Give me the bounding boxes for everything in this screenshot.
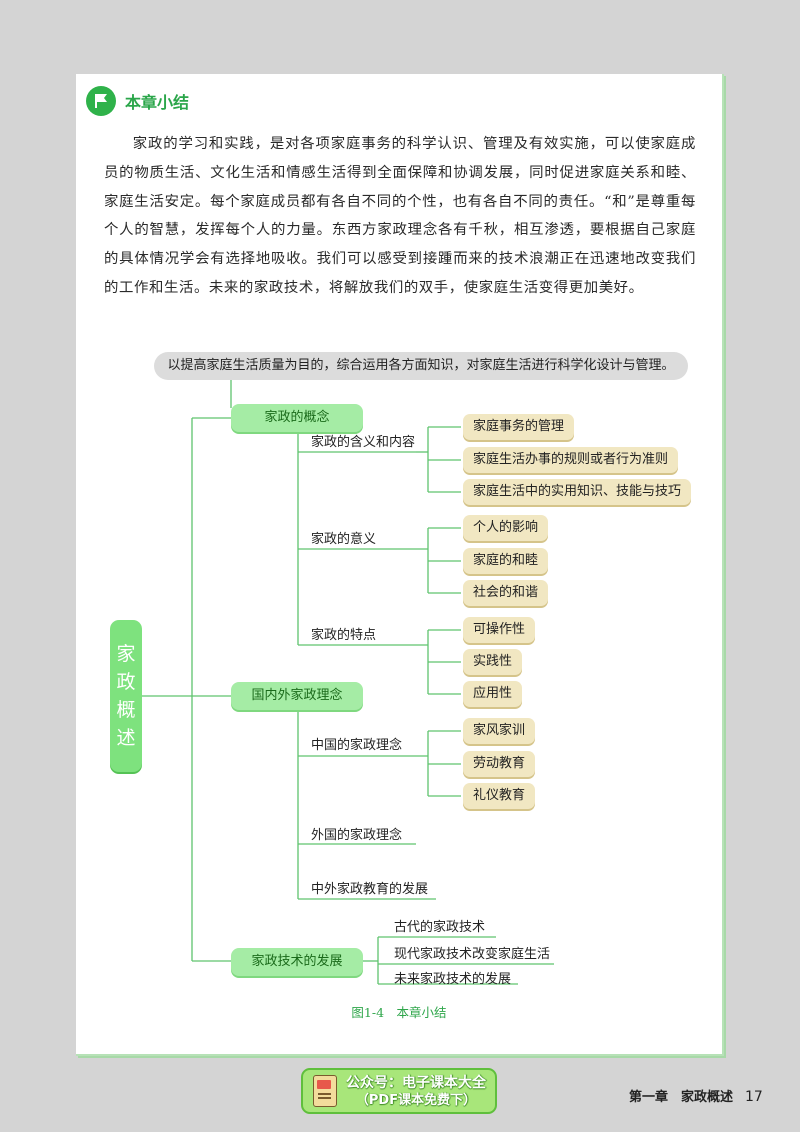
subtopic-meaning-and-content: 家政的含义和内容 [311,435,416,450]
leaf-node: 劳动教育 [463,751,536,777]
promo-line-2: （PDF课本免费下） [355,1092,477,1108]
leaf-node: 应用性 [463,681,523,707]
branch-node-philosophy: 国内外家政理念 [231,682,363,710]
subtopic-education-development: 中外家政教育的发展 [311,882,429,897]
leaf-node: 可操作性 [463,617,536,643]
page-number: 17 [745,1089,763,1105]
subtopic-significance: 家政的意义 [311,532,377,547]
promo-text: 公众号：电子课本大全 （PDF课本免费下） [337,1074,495,1109]
page-footer: 第一章 家政概述 17 [629,1086,763,1105]
subtopic-ancient-technology: 古代的家政技术 [394,920,486,935]
subtopic-chinese-philosophy: 中国的家政理念 [311,738,403,753]
branch-node-concept: 家政的概念 [231,404,363,432]
leaf-node: 社会的和谐 [463,580,549,606]
chapter-label: 第一章 家政概述 [629,1090,734,1105]
subtopic-characteristics: 家政的特点 [311,628,377,643]
figure-caption: 图1-4 本章小结 [351,1005,447,1020]
branch-node-technology: 家政技术的发展 [231,948,363,976]
definition-banner: 以提高家庭生活质量为目的，综合运用各方面知识，对家庭生活进行科学化设计与管理。 [154,352,688,380]
root-node-label: 家政概述 [116,643,136,749]
textbook-page: 本章小结 家政的学习和实践，是对各项家庭事务的科学认识、管理及有效实施，可以使家… [76,74,724,1056]
leaf-node: 家庭生活中的实用知识、技能与技巧 [463,479,692,505]
section-header: 本章小结 [86,86,189,116]
leaf-node: 礼仪教育 [463,783,536,809]
promo-line-1: 公众号：电子课本大全 [346,1074,486,1091]
section-title: 本章小结 [125,93,190,112]
flag-icon [86,86,116,116]
subtopic-modern-technology: 现代家政技术改变家庭生活 [394,947,551,962]
leaf-node: 实践性 [463,649,523,675]
summary-paragraph: 家政的学习和实践，是对各项家庭事务的科学认识、管理及有效实施，可以使家庭成员的物… [104,136,696,296]
leaf-node: 家庭的和睦 [463,548,549,574]
promo-banner[interactable]: 公众号：电子课本大全 （PDF课本免费下） [301,1068,497,1114]
book-icon [313,1075,337,1107]
leaf-node: 个人的影响 [463,515,549,541]
subtopic-foreign-philosophy: 外国的家政理念 [311,828,403,843]
leaf-node: 家风家训 [463,718,536,744]
subtopic-future-technology: 未来家政技术的发展 [394,972,512,987]
leaf-node: 家庭事务的管理 [463,414,575,440]
leaf-node: 家庭生活办事的规则或者行为准则 [463,447,679,473]
root-node: 家政概述 [110,620,142,772]
connector-lines [142,380,554,985]
